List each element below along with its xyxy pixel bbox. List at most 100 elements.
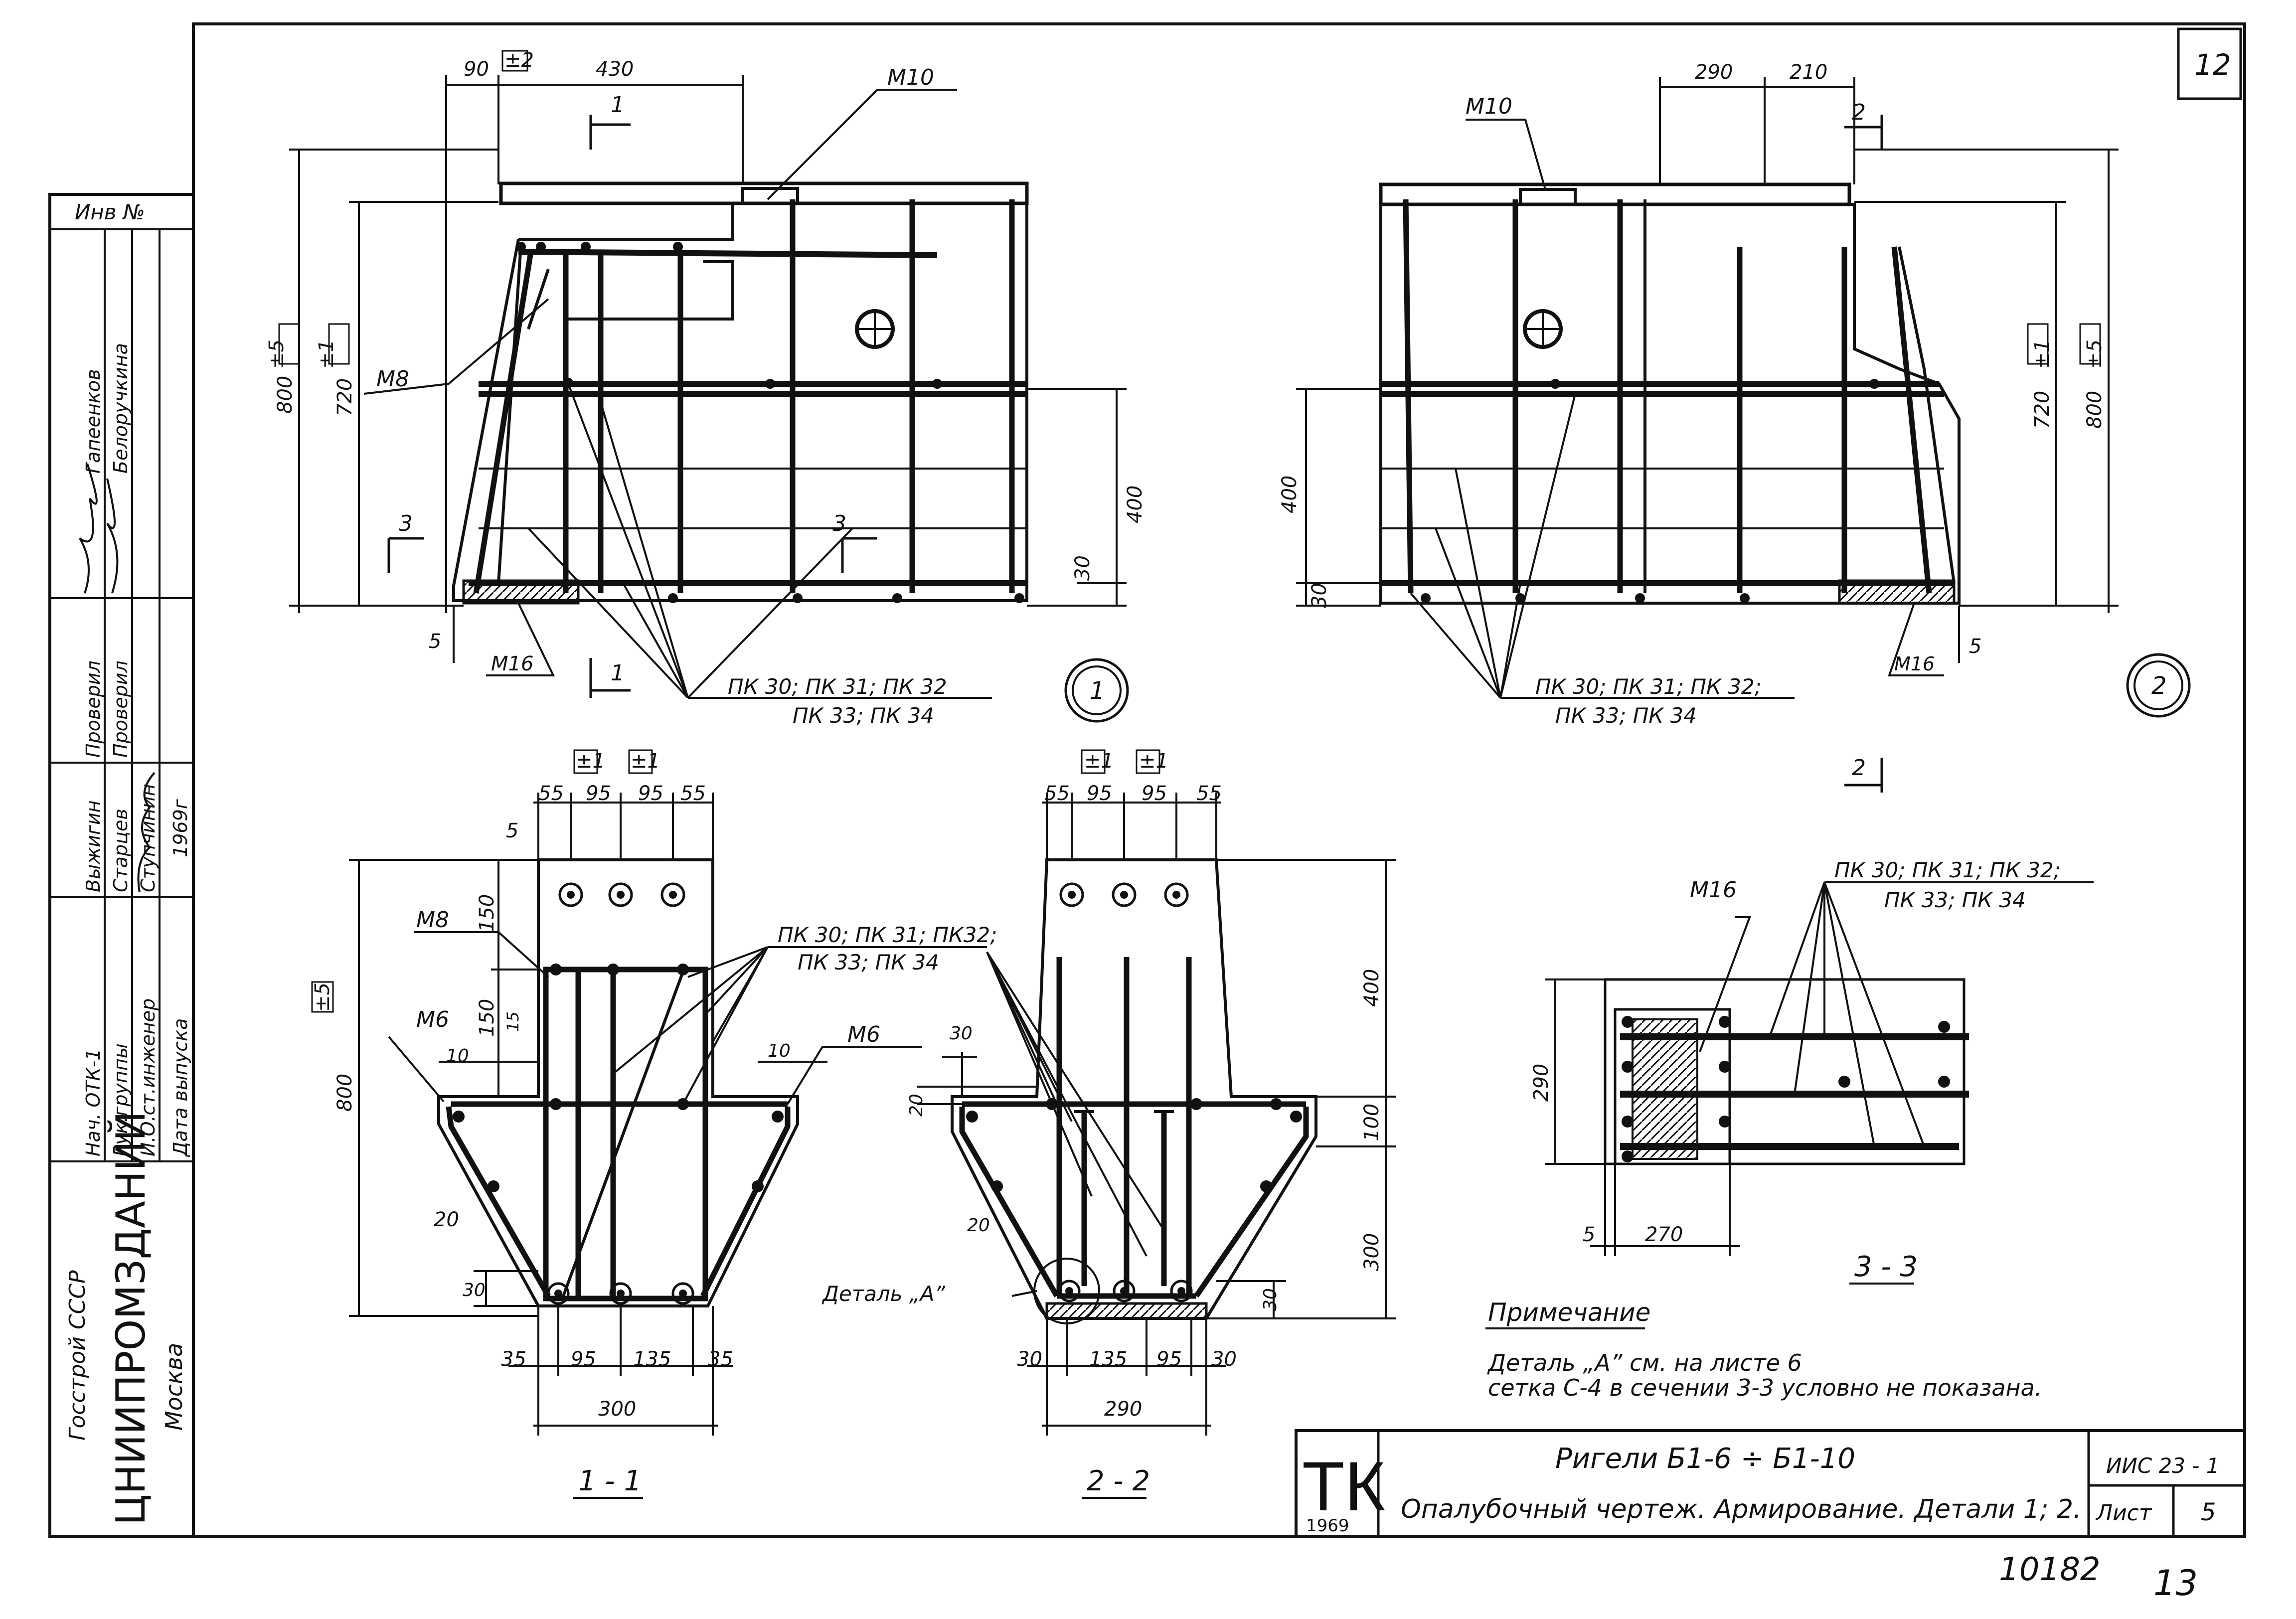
v2-dim-30: 30: [1308, 583, 1331, 608]
title-block: ТК 1969 Ригели Б1-6 ÷ Б1-10 Опалубочный …: [1295, 1429, 2246, 1538]
v1-pk-line2: ПК 33; ПК 34: [793, 703, 934, 728]
s22-title: 2 - 2: [1087, 1465, 1150, 1497]
stamp-role-0: Нач. ОТК-1: [82, 1049, 104, 1156]
v2-dim-210: 210: [1790, 61, 1827, 84]
view-2: 290 210 ±1 ±5 720 800 400 30 5 М10 М16 П…: [1278, 61, 2191, 793]
s11-dim-800: 800: [333, 1074, 356, 1112]
v1-m16: М16: [491, 652, 533, 675]
s33-dim-290: 290: [1530, 1064, 1553, 1102]
s11-dim-10b: 10: [768, 1041, 791, 1061]
s22-dim-20a: 20: [906, 1094, 927, 1117]
s11-bot-dim-3: 35: [708, 1348, 733, 1371]
stamp-role-3: Дата выпуска: [169, 1018, 191, 1157]
page-number: 12: [2194, 48, 2231, 82]
v2-dim-720: 720: [2031, 391, 2054, 429]
s22-bot-dim-0: 30: [1017, 1348, 1042, 1371]
s11-m6-right: М6: [847, 1022, 880, 1047]
v1-pk-line1: ПК 30; ПК 31; ПК 32: [728, 674, 947, 699]
v2-section-2-bottom: 2: [1852, 755, 1866, 781]
s11-dim-300: 300: [598, 1398, 636, 1421]
s11-dim-20: 20: [434, 1208, 459, 1231]
s11-title: 1 - 1: [578, 1465, 642, 1497]
org-city: Москва: [161, 1343, 187, 1431]
s22-right-dim-400: 400: [1360, 969, 1383, 1007]
s22-dim-30b: 30: [1260, 1288, 1281, 1311]
left-stamp: Инв № Нач. ОТК-1 Рук.группы И.О.ст.инжен…: [65, 200, 191, 1525]
s11-bot-dim-0: 35: [501, 1348, 526, 1371]
sheet-label: Лист: [2095, 1500, 2152, 1526]
s22-top-dim-3: 55: [1196, 782, 1222, 805]
v2-dim-800: 800: [2083, 391, 2106, 429]
v2-pk-line2: ПК 33; ПК 34: [1555, 703, 1697, 728]
s11-dim-10: 10: [446, 1046, 469, 1066]
stamp-checked-2: Проверил: [110, 660, 132, 758]
v1-dim-5: 5: [429, 630, 441, 653]
v2-m10: М10: [1466, 94, 1512, 119]
s11-dim-150b: 150: [476, 999, 498, 1037]
s11-m8: М8: [416, 907, 449, 933]
s22-tol-1a: ±1: [1084, 750, 1114, 773]
stamp-checked-0: Выжигин: [82, 800, 104, 892]
bottom-number: 10182: [1999, 1551, 2101, 1588]
v1-section-1-bottom: 1: [611, 660, 625, 686]
stamp-role-2: И.О.ст.инженер: [137, 998, 159, 1156]
signature: [79, 463, 156, 893]
s11-pk-line1: ПК 30; ПК 31; ПК32;: [778, 923, 997, 947]
s11-bot-dim-2: 135: [633, 1348, 671, 1371]
s11-pk-line2: ПК 33; ПК 34: [798, 950, 939, 974]
s11-bot-dim-1: 95: [571, 1348, 596, 1371]
stamp-role-1: Рук.группы: [110, 1043, 132, 1156]
s22-bot-dim-2: 95: [1156, 1348, 1182, 1371]
s22-tol-1b: ±1: [1139, 750, 1168, 773]
v2-section-2-top: 2: [1852, 100, 1866, 125]
note: Примечание Деталь „А” см. на листе 6 сет…: [1485, 1298, 2042, 1401]
org-top: Госстрой СССР: [65, 1270, 90, 1441]
s22-dim-30: 30: [950, 1023, 973, 1044]
stamp-name-2: Старцев: [110, 809, 132, 892]
s33-m16: М16: [1690, 877, 1737, 903]
s22-top-dim-1: 95: [1087, 782, 1112, 805]
s22-top-dim-2: 95: [1142, 782, 1167, 805]
s11-dim-15: 15: [503, 1011, 522, 1032]
inv-no: Инв №: [75, 200, 145, 224]
s33-title: 3 - 3: [1854, 1251, 1918, 1283]
stamp-year: 1969г: [169, 799, 191, 857]
s33-pk-line2: ПК 33; ПК 34: [1884, 888, 2026, 912]
tk-logo: ТК: [1302, 1447, 1385, 1525]
v2-dim-400: 400: [1278, 476, 1301, 513]
v1-dim-720: 720: [333, 378, 356, 416]
section-2-2: ±1 ±1 55 95 95 55 30 20 20 30 400 100 30…: [821, 749, 1396, 1499]
v2-dim-5: 5: [1969, 635, 1981, 658]
s22-right-dim-300: 300: [1360, 1233, 1383, 1271]
stamp-name-1: Белоручкина: [110, 343, 132, 474]
drawing-frame: [48, 22, 2246, 1538]
v1-dim-400: 400: [1124, 486, 1147, 523]
bottom-sheet: 13: [2153, 1563, 2198, 1604]
s22-top-dim-0: 55: [1044, 782, 1070, 805]
series-code: ИИС 23 - 1: [2106, 1454, 2220, 1478]
v1-marker: 1: [1090, 677, 1105, 705]
s22-dim-20b: 20: [967, 1215, 990, 1236]
section-3-3: М16 ПК 30; ПК 31; ПК 32; ПК 33; ПК 34 29…: [1530, 858, 2094, 1285]
s11-top-dim-3: 55: [680, 782, 706, 805]
v1-dim-30: 30: [1071, 555, 1094, 581]
s11-m6-left: М6: [416, 1007, 449, 1032]
s11-top-dim-0: 55: [538, 782, 564, 805]
v2-pk-line1: ПК 30; ПК 31; ПК 32;: [1535, 674, 1762, 699]
v1-m8: М8: [376, 366, 409, 392]
s33-dim-270: 270: [1645, 1223, 1683, 1246]
s11-dim-150a: 150: [476, 894, 498, 932]
v1-m10: М10: [887, 65, 934, 90]
stamp-name-3: Ступчинин: [137, 784, 159, 892]
v1-dim-90: 90: [464, 58, 489, 81]
title-line1: Ригели Б1-6 ÷ Б1-10: [1555, 1443, 1855, 1475]
v2-marker: 2: [2151, 672, 2167, 700]
v1-dim-430: 430: [596, 58, 634, 81]
section-1-1: ±1 ±1 55 95 95 55 5 ±5 800 150 150 15 10…: [311, 749, 997, 1499]
v1-section-1-top: 1: [611, 92, 625, 118]
s22-right-dim-100: 100: [1360, 1104, 1383, 1141]
s11-tol-5: ±5: [311, 982, 334, 1012]
v2-m16: М16: [1894, 653, 1935, 675]
v1-dim-800: 800: [274, 376, 297, 414]
tk-year: 1969: [1306, 1516, 1349, 1536]
